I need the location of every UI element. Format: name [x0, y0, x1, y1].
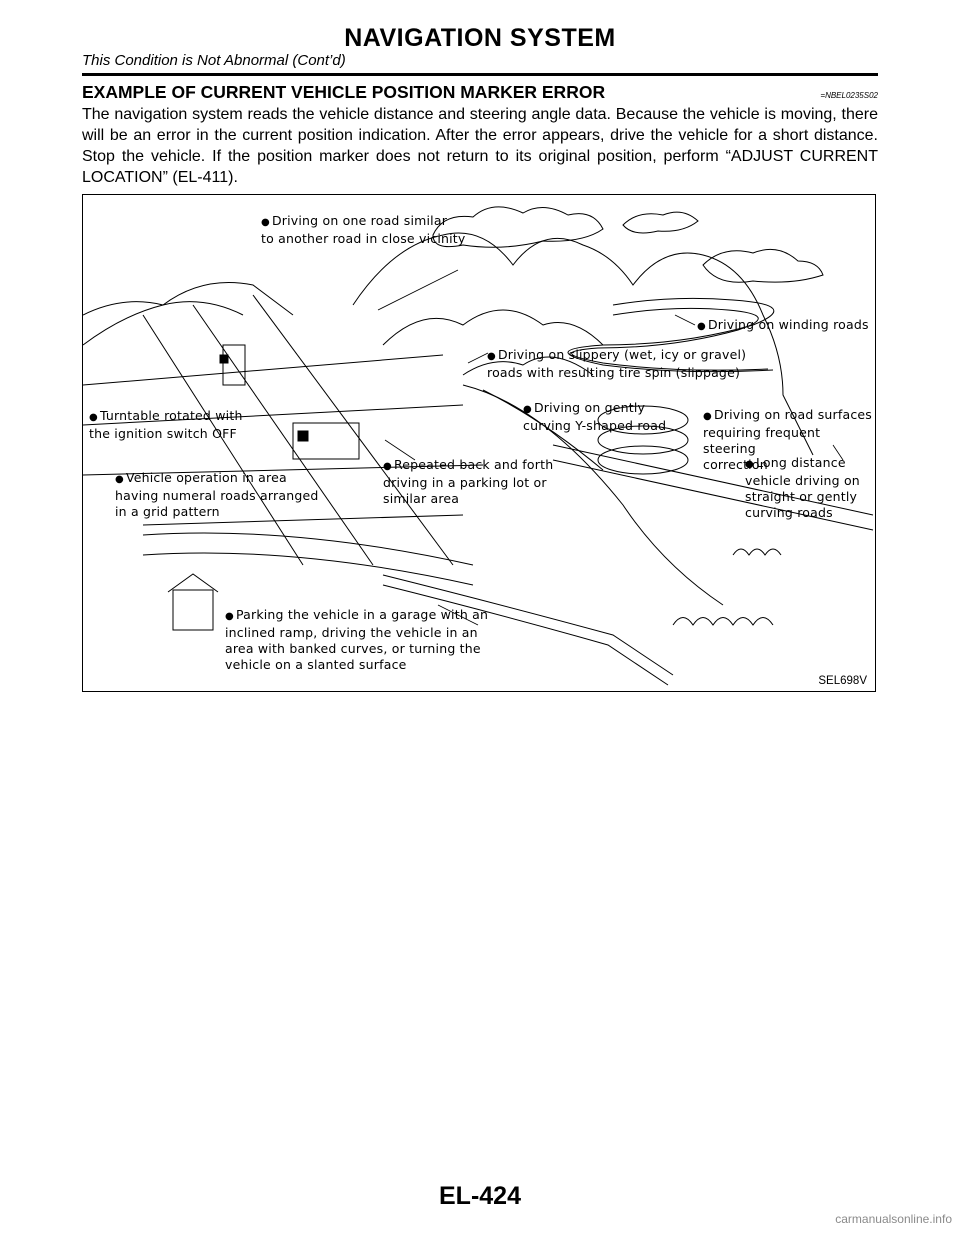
- hill-line: [462, 356, 594, 376]
- lower-road: [142, 532, 474, 566]
- road-scene-illustration: [83, 206, 874, 686]
- callout-parking-lot: ●Repeated back and forth driving in a pa…: [383, 457, 554, 506]
- callout-grid-pattern: ●Vehicle operation in area having numera…: [115, 470, 319, 519]
- lower-road-edge: [142, 552, 474, 586]
- page-number: EL-424: [439, 1182, 521, 1210]
- figure-id-label: SEL698V: [818, 675, 867, 687]
- tree-line: [732, 548, 782, 556]
- house-roof: [167, 573, 219, 593]
- house: [172, 589, 214, 631]
- grid-road: [83, 354, 444, 386]
- illustration-figure: ●Driving on one road similar to another …: [82, 194, 876, 692]
- section-reference-code: =NBEL0235S02: [820, 91, 878, 100]
- parking-building: [292, 422, 360, 460]
- hill-line: [83, 282, 294, 316]
- section-title: EXAMPLE OF CURRENT VEHICLE POSITION MARK…: [82, 82, 606, 102]
- railway-edge: [382, 584, 669, 686]
- mountain-ridge: [352, 232, 814, 456]
- page-header-title: NAVIGATION SYSTEM: [344, 24, 616, 52]
- hill-line: [83, 301, 244, 346]
- winding-road: [567, 297, 775, 373]
- callout-similar-road: ●Driving on one road similar to another …: [261, 213, 466, 246]
- y-branch-road: [482, 389, 604, 471]
- cloud-shape: [432, 206, 604, 248]
- long-road: [552, 444, 874, 516]
- watermark-text: carmanualsonline.info: [835, 1212, 952, 1226]
- grid-road: [83, 404, 464, 426]
- section-body-text: The navigation system reads the vehicle …: [82, 106, 878, 186]
- long-road-edge: [552, 459, 874, 531]
- leader-line: [384, 439, 416, 461]
- y-shaped-road: [462, 384, 724, 606]
- parking-sign: [297, 430, 309, 442]
- section-heading-row: EXAMPLE OF CURRENT VEHICLE POSITION MARK…: [82, 82, 878, 104]
- leader-line: [674, 314, 696, 326]
- section: EXAMPLE OF CURRENT VEHICLE POSITION MARK…: [82, 82, 878, 188]
- leader-line: [832, 444, 844, 461]
- spiral-ramp: [597, 425, 689, 455]
- leader-line: [377, 269, 459, 311]
- cloud-shape: [622, 211, 699, 234]
- header-divider: [82, 73, 878, 76]
- hill-line: [382, 309, 604, 346]
- winding-road-edge: [571, 307, 769, 371]
- railway: [382, 574, 674, 676]
- callout-inclined-ramp: ●Parking the vehicle in a garage with an…: [225, 607, 489, 672]
- parking-sign: [219, 354, 229, 364]
- grid-road: [142, 314, 304, 566]
- spiral-ramp: [597, 445, 689, 475]
- spiral-ramp: [597, 405, 689, 435]
- callout-winding-roads: ●Driving on winding roads: [697, 317, 869, 332]
- tree-line: [672, 617, 774, 626]
- building: [222, 344, 246, 386]
- leader-line: [437, 604, 479, 626]
- page-header-subtitle: This Condition is Not Abnormal (Cont’d): [82, 52, 346, 69]
- callout-frequent-steering: ●Driving on road surfaces requiring freq…: [703, 407, 873, 472]
- callout-long-distance: ●Long distance vehicle driving on straig…: [745, 455, 860, 520]
- grid-road: [83, 464, 484, 476]
- grid-road: [142, 514, 464, 526]
- callout-turntable: ●Turntable rotated with the ignition swi…: [89, 408, 243, 441]
- cloud-shape: [702, 248, 824, 283]
- leader-line: [467, 352, 489, 364]
- grid-road: [252, 294, 454, 566]
- callout-y-shaped-road: ●Driving on gently curving Y-shaped road: [523, 400, 667, 433]
- callout-slippery-roads: ●Driving on slippery (wet, icy or gravel…: [487, 347, 747, 380]
